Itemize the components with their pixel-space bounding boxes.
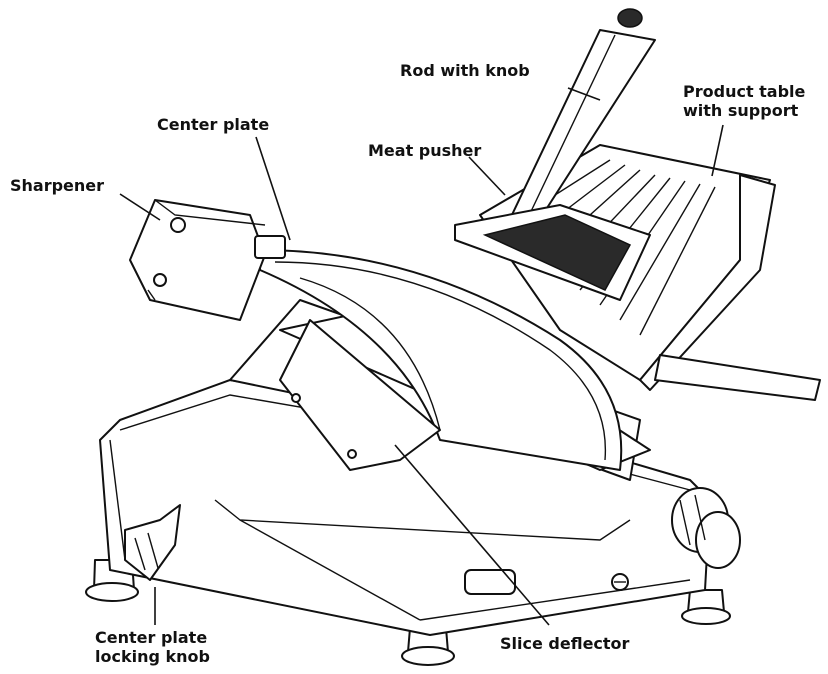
slicer-feet — [85, 559, 731, 666]
label-meat-pusher: Meat pusher — [368, 141, 482, 160]
label-slice-deflector: Slice deflector — [500, 634, 630, 653]
label-locking-knob-line-1: Center plate — [95, 628, 208, 647]
label-center-plate: Center plate — [157, 115, 270, 134]
label-product-table: Product table with support — [683, 82, 805, 120]
blade-guard — [259, 249, 623, 471]
label-sharpener: Sharpener — [10, 176, 105, 195]
carriage-handle — [654, 354, 821, 401]
blade-knob — [671, 487, 741, 569]
base-button — [464, 569, 516, 595]
meat-pusher — [454, 204, 651, 301]
leader-lines — [119, 87, 724, 626]
label-locking-knob-line-2: locking knob — [95, 647, 210, 666]
label-product-table-line-2: with support — [683, 101, 799, 120]
label-rod-with-knob: Rod with knob — [400, 61, 530, 80]
slice-deflector-plate — [279, 319, 441, 471]
label-center-plate-locking-knob: Center plate locking knob — [95, 628, 210, 666]
locking-knob — [124, 504, 181, 581]
sharpener-unit — [129, 199, 286, 321]
label-product-table-line-1: Product table — [683, 82, 806, 101]
